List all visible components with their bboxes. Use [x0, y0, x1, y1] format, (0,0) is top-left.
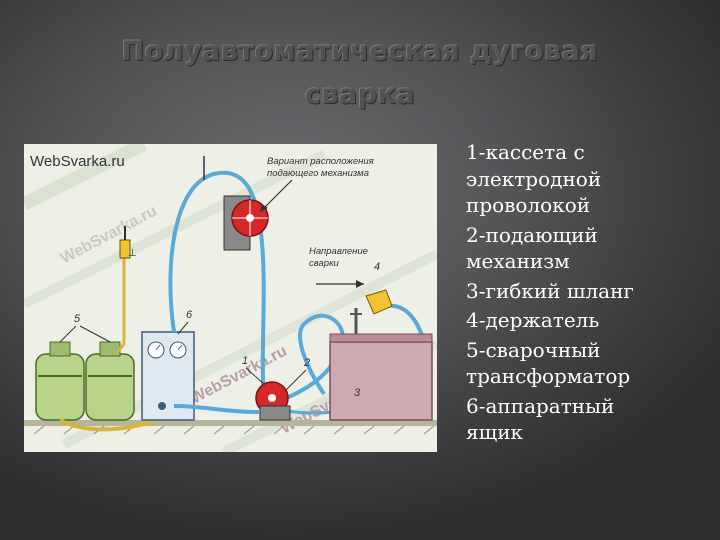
legend-item-2: 2-подающий механизм	[466, 222, 598, 274]
legend-item-5: 5-сварочный трансформатор	[466, 337, 631, 389]
label-num-3: 3	[354, 387, 361, 399]
variant-label-line-1: Вариант расположения	[267, 156, 374, 167]
ground-hatching	[33, 425, 435, 435]
regulator-mark: ⊥	[128, 248, 137, 259]
welding-diagram-svg: WebSvarka.ru WebSvarka.ru WebSvarka.ru W…	[24, 144, 437, 452]
welding-holder	[350, 289, 393, 334]
welding-diagram: WebSvarka.ru WebSvarka.ru WebSvarka.ru W…	[24, 144, 437, 452]
hose-upper-loop	[168, 170, 266, 400]
title-line-2: сварка	[304, 79, 416, 110]
label-num-2: 2	[303, 357, 310, 369]
ground	[24, 420, 437, 426]
site-label: WebSvarka.ru	[30, 153, 125, 170]
hose-lower-loop	[263, 313, 345, 408]
label-num-5: 5	[74, 313, 81, 325]
gas-pipe	[114, 254, 126, 355]
gas-cylinder-left	[35, 341, 85, 421]
component-legend: 1-кассета с электродной проволокой 2-под…	[466, 139, 696, 449]
slide-title: Полуавтоматическая дуговая сварка	[40, 30, 680, 116]
legend-item-4: 4-держатель	[466, 308, 600, 332]
feeder-upper	[223, 195, 269, 251]
legend-item-3: 3-гибкий шланг	[466, 278, 634, 303]
title-line-1: Полуавтоматическая дуговая	[121, 36, 599, 67]
legend-item-6: 6-аппаратный ящик	[466, 393, 615, 445]
work-table	[329, 333, 433, 421]
variant-label-line-2: подающего механизма	[267, 168, 369, 179]
legend-item-1: 1-кассета с электродной проволокой	[466, 140, 602, 217]
label-num-6: 6	[186, 309, 193, 321]
hose-to-feeder	[173, 404, 260, 414]
direction-label-line-2: сварки	[309, 258, 340, 269]
direction-label-line-1: Направление	[309, 246, 368, 257]
label-num-1: 1	[242, 355, 248, 367]
label-num-4: 4	[374, 261, 380, 273]
gas-cylinder-right	[85, 341, 135, 421]
feeder-lower	[255, 381, 291, 421]
